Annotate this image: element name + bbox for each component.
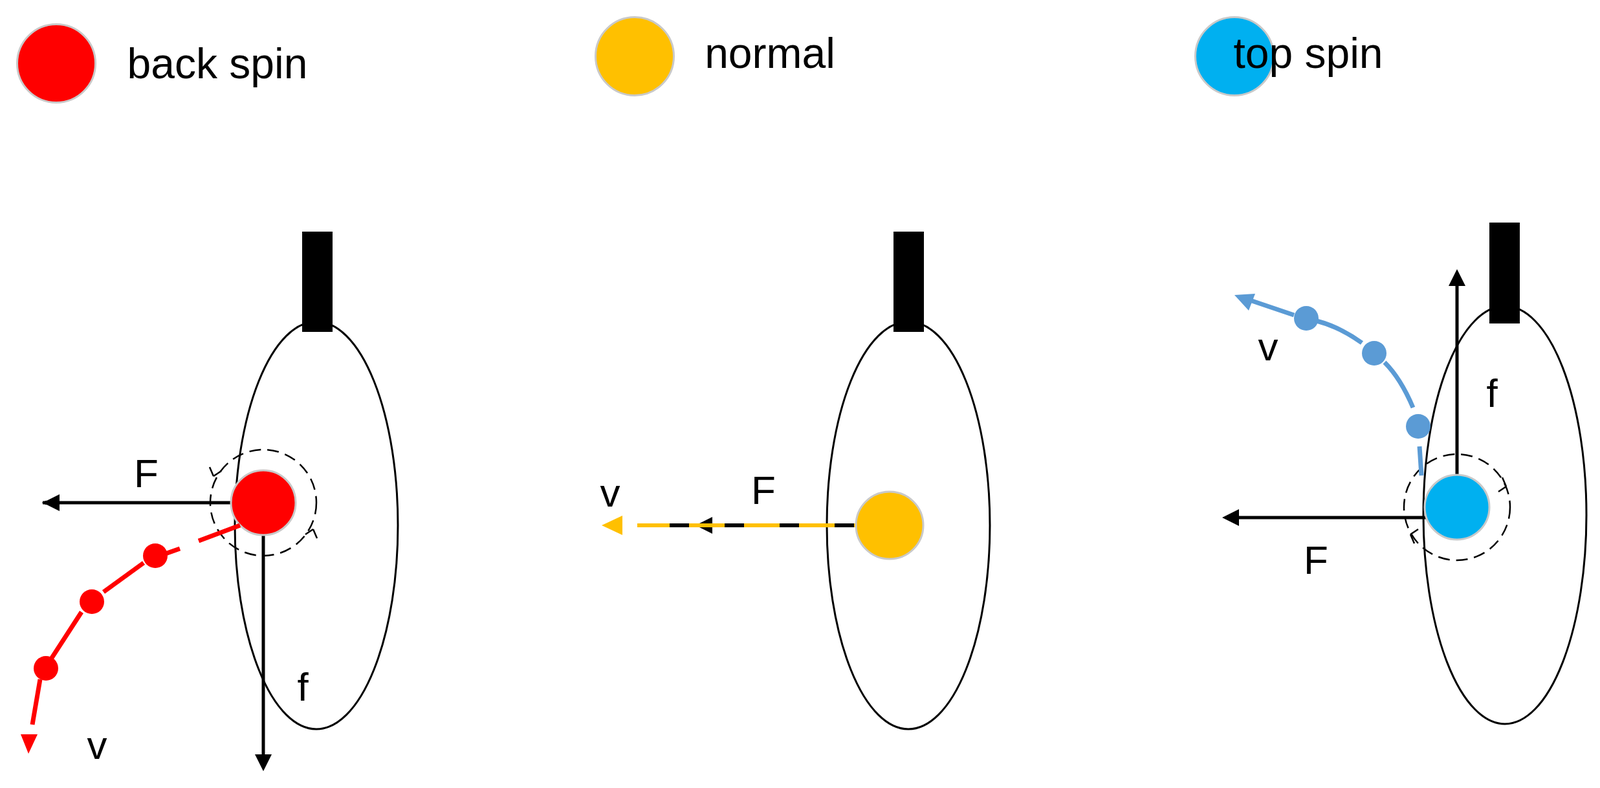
normal-panel (601, 231, 990, 730)
back-spin-panel (20, 231, 398, 772)
velocity-label: v (1258, 326, 1279, 367)
force-label: F (1303, 540, 1329, 581)
legend-text: normal (704, 31, 836, 75)
legend-text: back spin (127, 42, 308, 85)
friction-label: f (1486, 373, 1498, 414)
top-spin-panel (1222, 222, 1587, 724)
friction-label: f (296, 667, 308, 708)
velocity-label: v (87, 725, 108, 766)
velocity-label: v (600, 472, 621, 514)
force-label: F (751, 470, 776, 511)
force-label: F (133, 453, 159, 494)
legend-text: top spin (1233, 31, 1383, 75)
legend-swatch (594, 16, 675, 97)
legend-swatch (16, 23, 97, 104)
